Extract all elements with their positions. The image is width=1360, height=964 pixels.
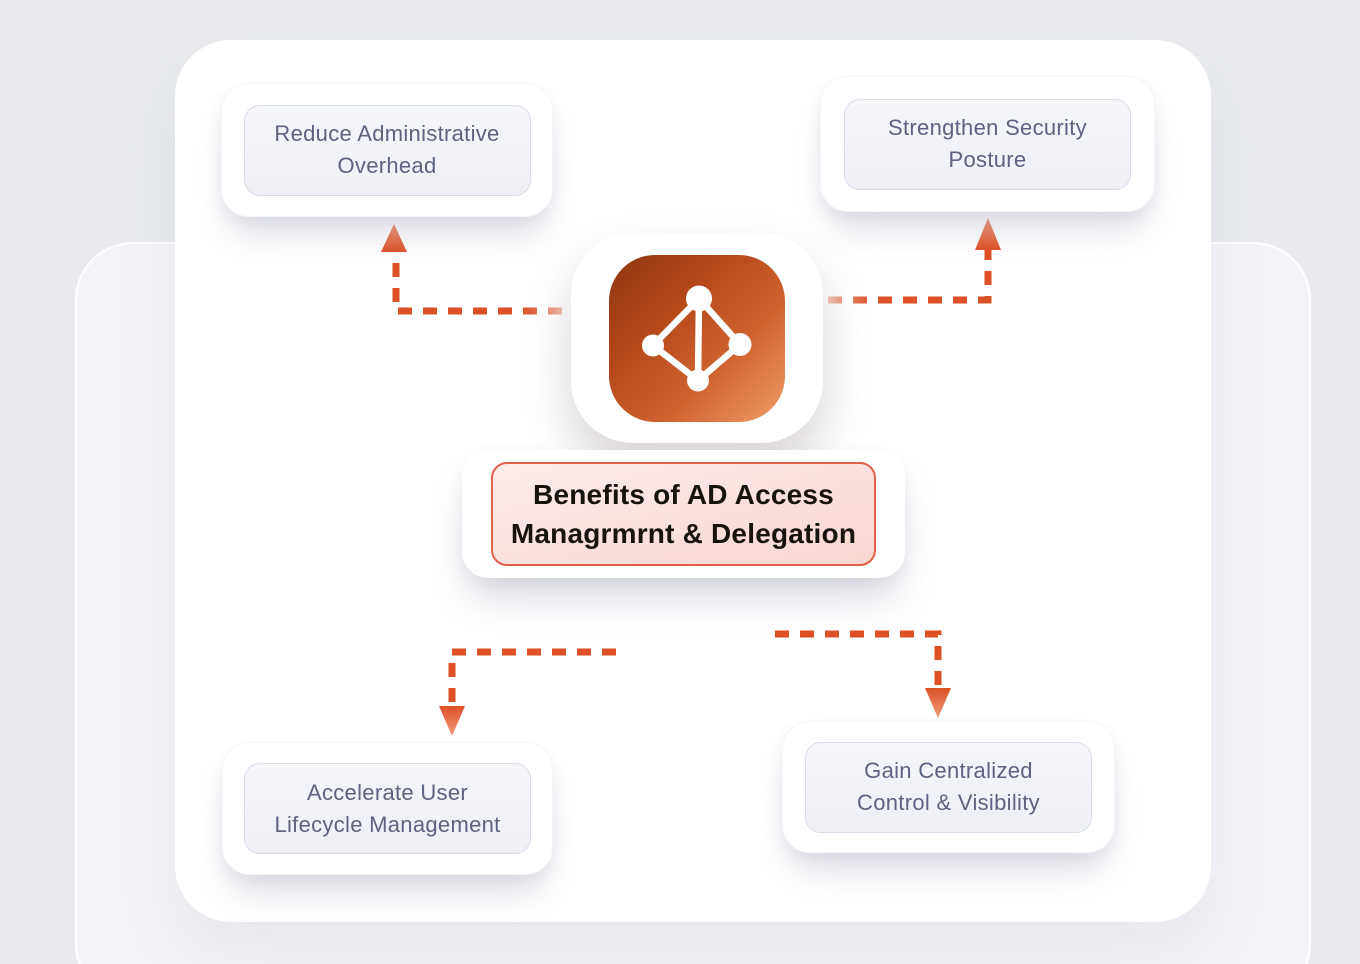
diagram-title-box: Benefits of AD Access Managrmrnt & Deleg… xyxy=(491,462,876,566)
benefit-label-box: Reduce Administrative Overhead xyxy=(243,104,531,196)
network-graph-glyph xyxy=(642,285,752,391)
benefit-card-gain-centralized-control-visibility: Gain Centralized Control & Visibility xyxy=(782,721,1115,853)
benefit-label-line: Posture xyxy=(948,147,1027,172)
benefit-card-accelerate-user-lifecycle-management: Accelerate User Lifecycle Management xyxy=(222,742,553,875)
benefit-label-line: Accelerate User xyxy=(306,779,468,805)
benefit-label-line: Strengthen Security xyxy=(888,115,1087,140)
diagram-title-line: Managrmrnt & Delegation xyxy=(510,518,857,549)
center-icon-card xyxy=(571,233,823,443)
active-directory-icon xyxy=(609,254,785,422)
benefit-label-line: Gain Centralized xyxy=(864,758,1033,783)
benefit-label-line: Reduce Administrative xyxy=(274,121,500,146)
benefit-label-box: Gain Centralized Control & Visibility xyxy=(805,741,1092,833)
benefit-label-box: Strengthen Security Posture xyxy=(844,98,1131,190)
benefit-card-reduce-administrative-overhead: Reduce Administrative Overhead xyxy=(221,83,553,217)
benefit-label-line: Control & Visibility xyxy=(857,790,1040,815)
diagram-title-line: Benefits of AD Access xyxy=(533,479,834,510)
benefit-label-line: Overhead xyxy=(337,153,437,178)
benefit-label-line: Lifecycle Management xyxy=(274,811,501,837)
benefit-label-box: Accelerate User Lifecycle Management xyxy=(244,763,531,854)
benefit-card-strengthen-security-posture: Strengthen Security Posture xyxy=(820,76,1155,212)
diagram-title-card: Benefits of AD Access Managrmrnt & Deleg… xyxy=(462,450,905,578)
